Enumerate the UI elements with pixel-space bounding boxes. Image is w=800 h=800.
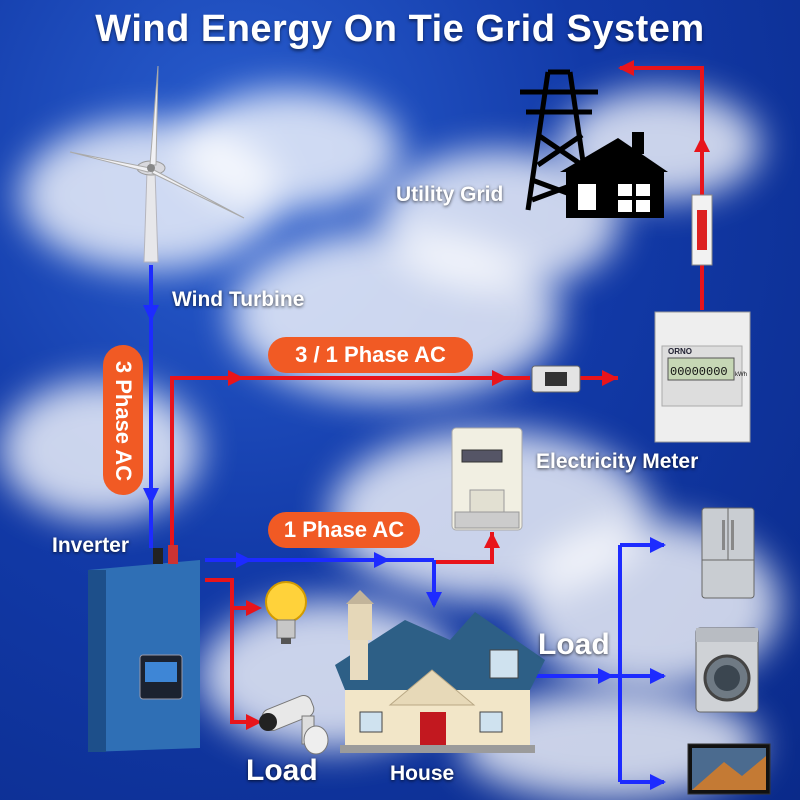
svg-text:kWh: kWh [735, 372, 747, 378]
light-bulb-icon [265, 581, 307, 644]
house-icon [335, 590, 545, 753]
din-meter-icon: ORNO 00000000 kWh [654, 311, 751, 443]
grid-house-icon [560, 132, 668, 218]
cloud [180, 90, 400, 210]
svg-text:00000000: 00000000 [670, 365, 728, 379]
three-phase-ac-pill: 3 Phase AC [103, 345, 143, 495]
house-label: House [390, 762, 455, 785]
page-title: Wind Energy On Tie Grid System [95, 8, 705, 50]
one-phase-ac-pill: 1 Phase AC [268, 512, 420, 548]
electricity-meter-label: Electricity Meter [536, 450, 699, 473]
security-camera-icon [259, 694, 329, 755]
inverter-icon [88, 545, 200, 752]
wind-turbine-label: Wind Turbine [172, 288, 305, 311]
inverter-to-meter-line [170, 376, 530, 548]
load-right-label: Load [538, 628, 610, 661]
three-one-phase-ac-pill: 3 / 1 Phase AC [268, 337, 473, 373]
load-left-label: Load [246, 754, 318, 787]
utility-grid-icon [520, 69, 598, 211]
small-breaker-icon [531, 365, 581, 393]
utility-grid-label: Utility Grid [396, 183, 504, 206]
cloud [0, 380, 200, 520]
three-phase-ac-text: 3 Phase AC [111, 360, 136, 482]
household-meter-icon [451, 427, 523, 531]
washing-machine-icon [695, 627, 759, 713]
refrigerator-icon [701, 507, 755, 599]
inverter-label: Inverter [52, 534, 130, 557]
breaker-icon [691, 194, 713, 266]
wind-turbine-icon [69, 65, 245, 263]
svg-text:ORNO: ORNO [668, 347, 692, 356]
tv-icon [687, 743, 771, 795]
